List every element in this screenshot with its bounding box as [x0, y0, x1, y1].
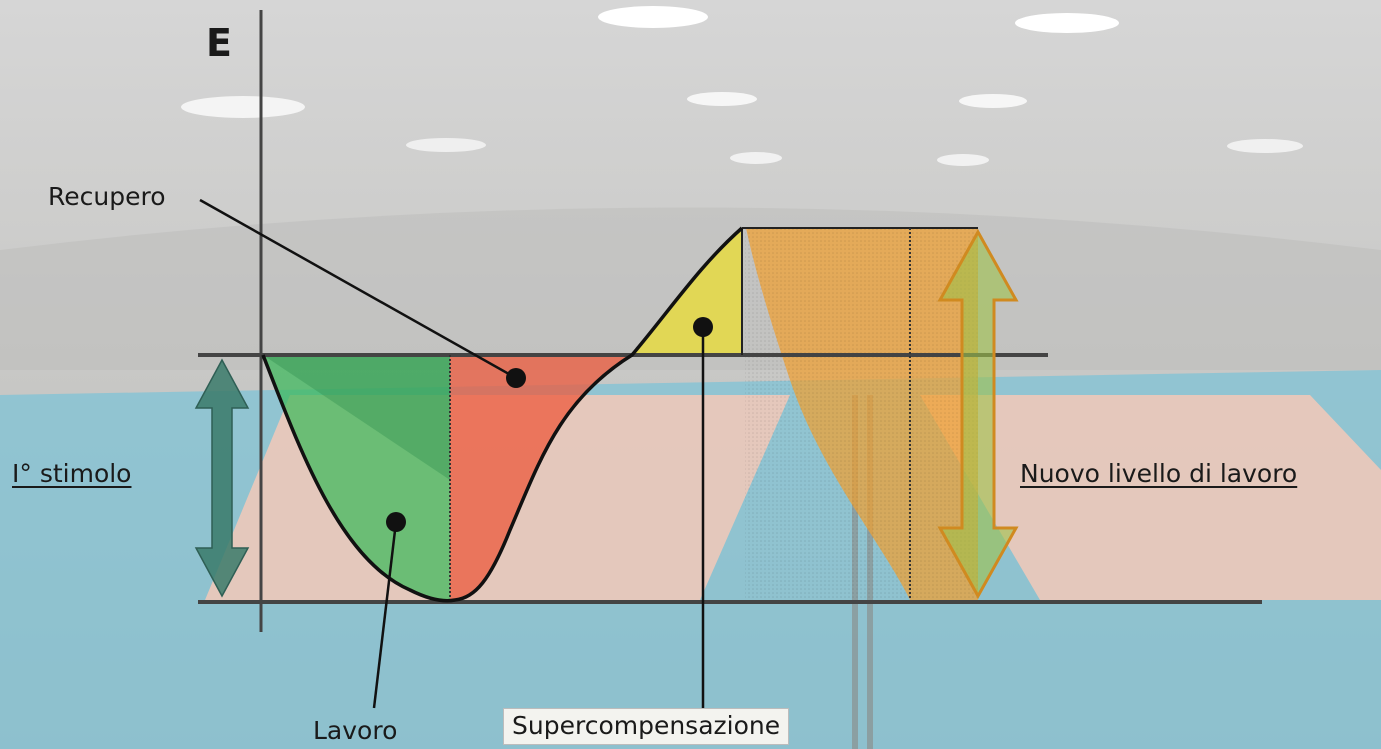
nuovo-livello-double-arrow	[937, 228, 1019, 600]
lavoro-marker	[386, 512, 406, 532]
ceiling-light	[937, 154, 989, 166]
dotted-texture	[745, 228, 980, 600]
supercompensazione-label: Supercompensazione	[503, 708, 790, 745]
lavoro-area-shade	[263, 355, 450, 480]
nuovo-livello-label: Nuovo livello di lavoro	[1020, 459, 1298, 488]
ceiling-light	[181, 96, 305, 118]
stimolo-double-arrow	[194, 358, 250, 598]
ceiling-light	[598, 6, 708, 28]
court-zone	[920, 395, 1381, 600]
ceiling-light	[730, 152, 782, 164]
lavoro-label: Lavoro	[313, 716, 398, 745]
supercompensazione-marker	[693, 317, 713, 337]
recupero-callout-line	[199, 198, 517, 380]
ceiling-light	[959, 94, 1027, 108]
ceiling-light	[1227, 139, 1303, 153]
lavoro-callout-line	[372, 521, 398, 709]
training-curve	[261, 226, 744, 603]
ceiling-light	[687, 92, 757, 106]
recupero-area	[450, 355, 632, 600]
primo-stimolo-label: I° stimolo	[12, 459, 132, 488]
ceiling-light	[406, 138, 486, 152]
axis-e-label: E	[206, 21, 232, 65]
recupero-label: Recupero	[48, 182, 166, 211]
recupero-marker	[506, 368, 526, 388]
ceiling-light	[1015, 13, 1119, 33]
lavoro-area	[263, 355, 450, 601]
